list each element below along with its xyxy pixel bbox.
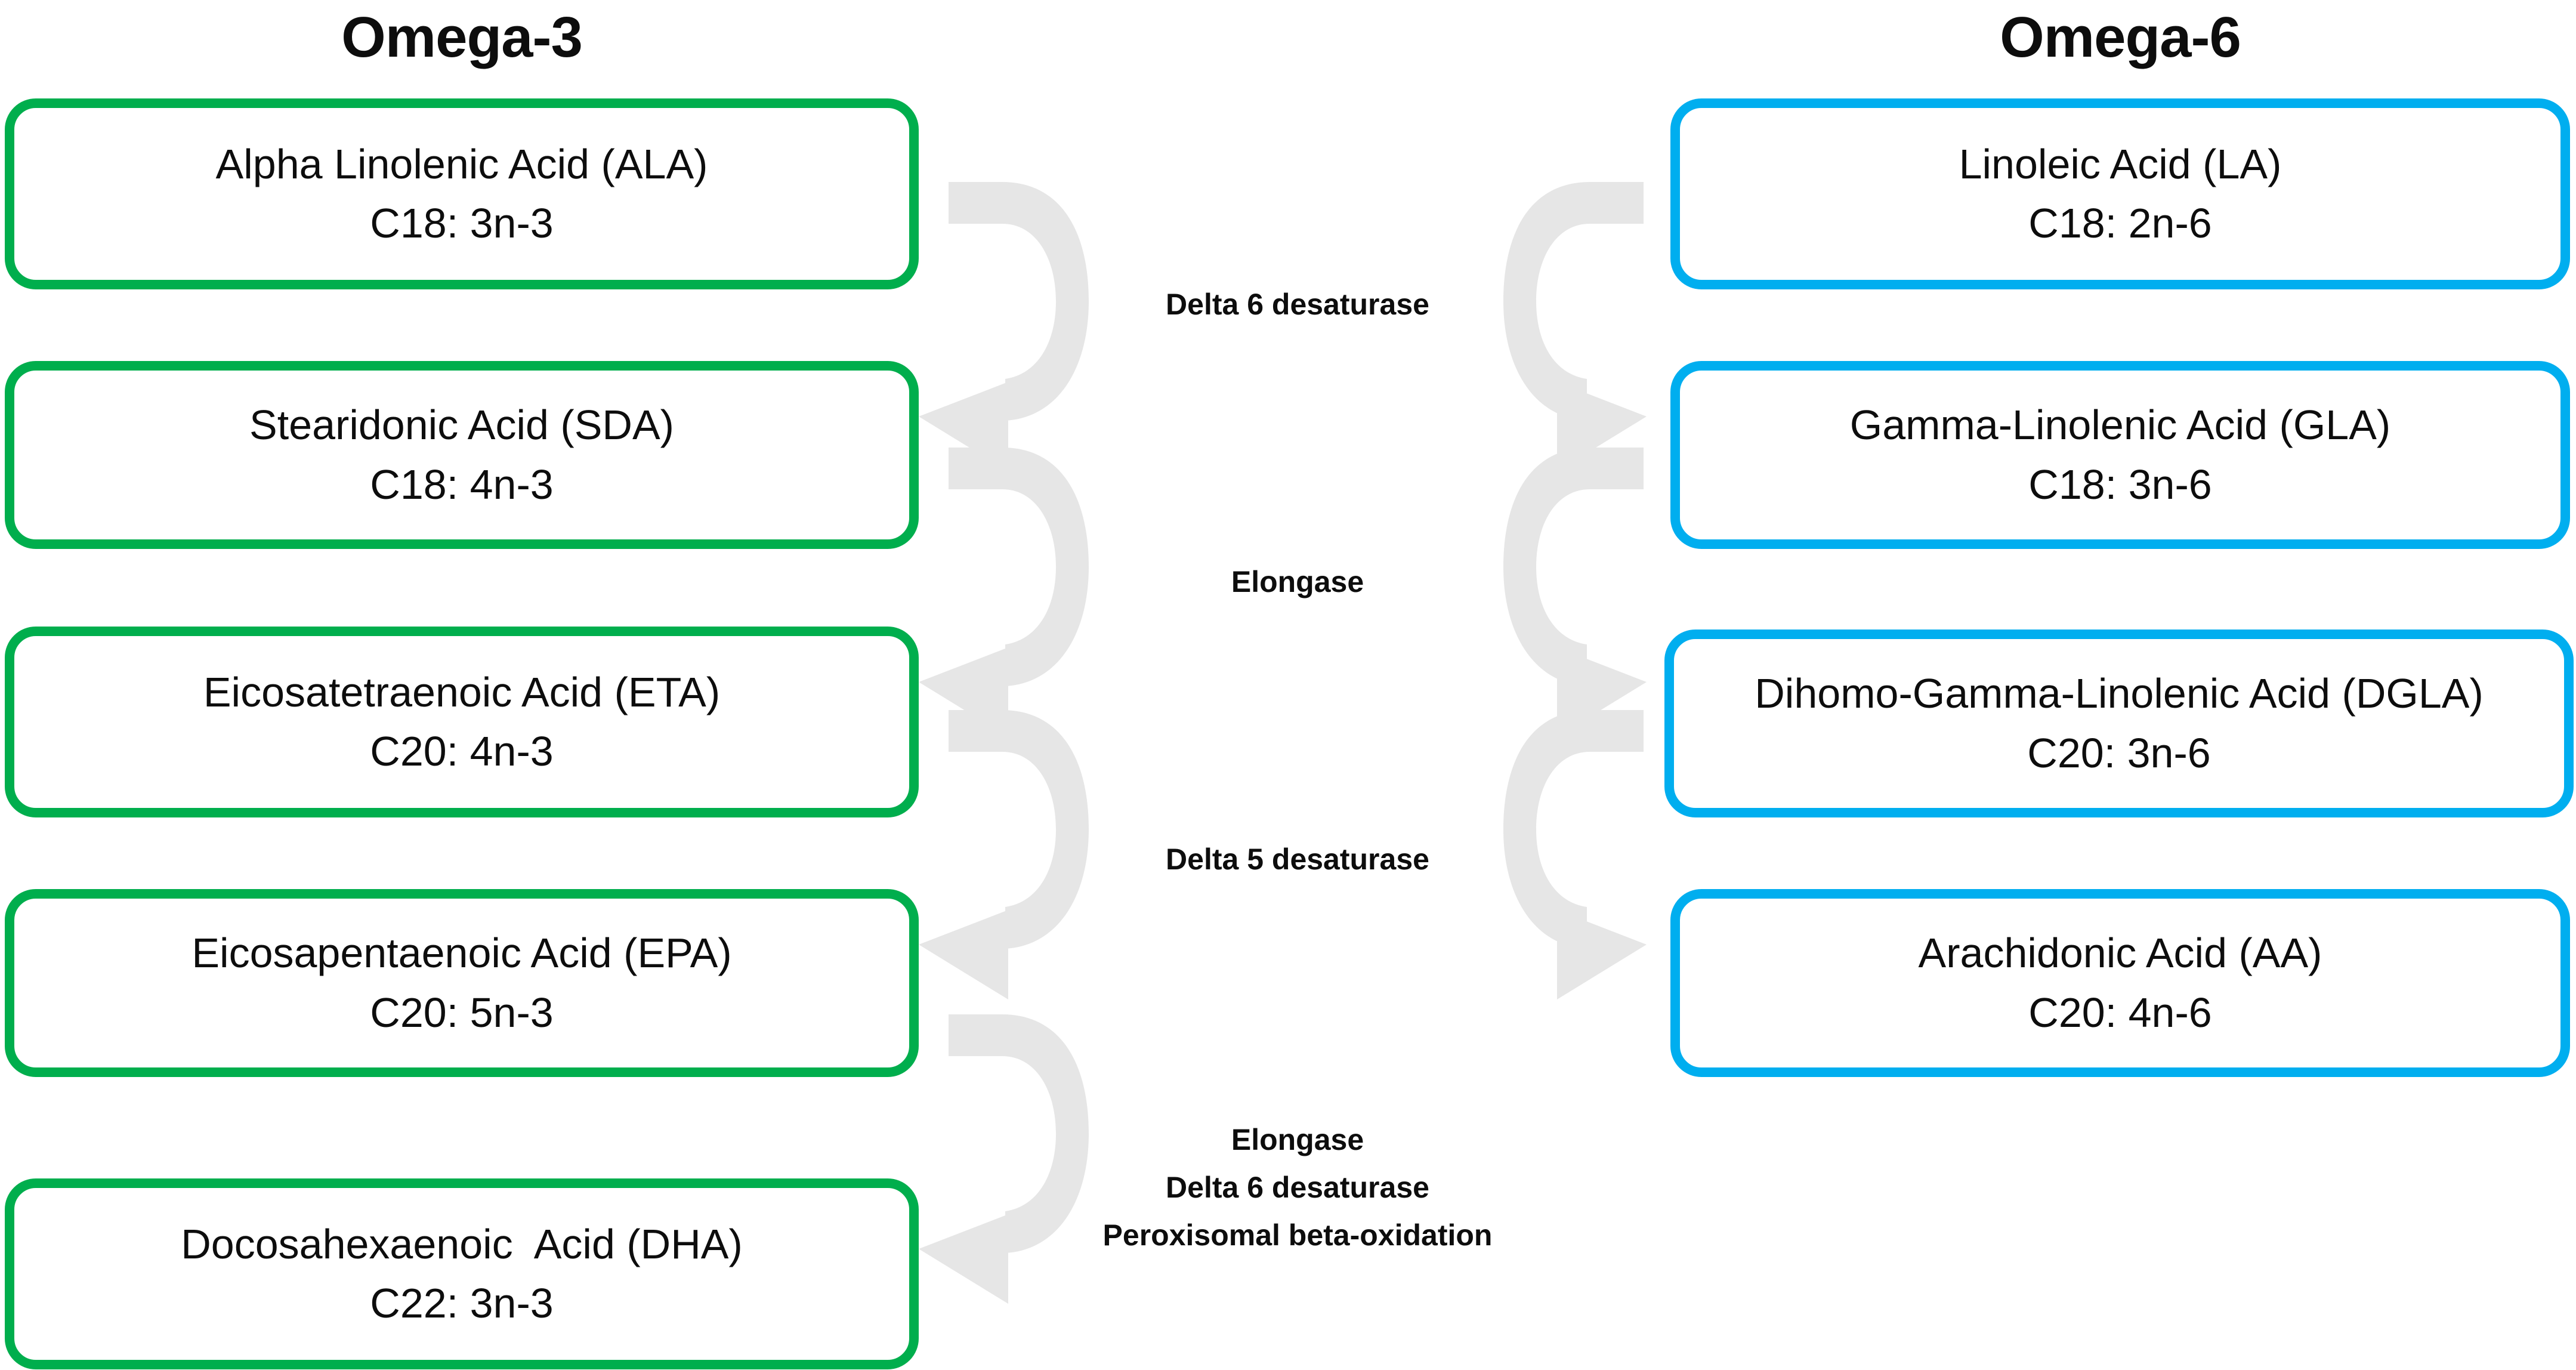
fa-code-sda: C18: 4n-3 bbox=[370, 461, 554, 508]
arrowhead-dgla-to-aa bbox=[1557, 910, 1647, 999]
curved-arrow-dgla-to-aa bbox=[1503, 710, 1644, 949]
fa-box-eta[interactable]: Eicosatetraenoic Acid (ETA) C20: 4n-3 bbox=[5, 627, 919, 817]
enzyme-label-delta5-desaturase: Delta 5 desaturase bbox=[1166, 843, 1429, 876]
fa-name-la: Linoleic Acid (LA) bbox=[1959, 140, 2282, 187]
curved-arrow-sda-to-eta bbox=[949, 448, 1089, 686]
fa-code-la: C18: 2n-6 bbox=[2028, 200, 2212, 246]
fa-code-gla: C18: 3n-6 bbox=[2028, 461, 2212, 508]
fa-code-dha: C22: 3n-3 bbox=[370, 1280, 554, 1326]
fa-box-dha[interactable]: Docosahexaenoic Acid (DHA) C22: 3n-3 bbox=[5, 1178, 919, 1369]
fa-box-la[interactable]: Linoleic Acid (LA) C18: 2n-6 bbox=[1670, 98, 2570, 289]
fa-box-sda[interactable]: Stearidonic Acid (SDA) C18: 4n-3 bbox=[5, 361, 919, 549]
curved-arrow-la-to-gla bbox=[1503, 182, 1644, 421]
enzyme-label-final-elongase: Elongase bbox=[1231, 1123, 1364, 1156]
column-title-omega6: Omega-6 bbox=[2000, 5, 2241, 69]
fa-name-aa: Arachidonic Acid (AA) bbox=[1918, 930, 2322, 977]
curved-arrow-gla-to-dgla bbox=[1503, 448, 1644, 686]
fa-box-epa[interactable]: Eicosapentaenoic Acid (EPA) C20: 5n-3 bbox=[5, 889, 919, 1077]
fa-code-ala: C18: 3n-3 bbox=[370, 200, 554, 246]
fa-code-aa: C20: 4n-6 bbox=[2028, 989, 2212, 1036]
fa-box-dgla[interactable]: Dihomo-Gamma-Linolenic Acid (DGLA) C20: … bbox=[1664, 630, 2574, 817]
fa-name-gla: Gamma-Linolenic Acid (GLA) bbox=[1849, 402, 2391, 449]
column-title-omega3: Omega-3 bbox=[341, 5, 583, 69]
fa-code-dgla: C20: 3n-6 bbox=[2027, 729, 2211, 776]
enzyme-label-elongase-1: Elongase bbox=[1231, 565, 1364, 598]
fa-name-eta: Eicosatetraenoic Acid (ETA) bbox=[203, 668, 721, 715]
fa-name-ala: Alpha Linolenic Acid (ALA) bbox=[215, 140, 708, 187]
enzyme-label-final-group: Elongase Delta 6 desaturase Peroxisomal … bbox=[1026, 1116, 1569, 1259]
fa-code-epa: C20: 5n-3 bbox=[370, 989, 554, 1036]
arrowhead-epa-to-dha bbox=[919, 1214, 1008, 1304]
fa-code-eta: C20: 4n-3 bbox=[370, 728, 554, 775]
enzyme-label-final-peroxisomal: Peroxisomal beta-oxidation bbox=[1102, 1218, 1493, 1252]
fa-name-dgla: Dihomo-Gamma-Linolenic Acid (DGLA) bbox=[1755, 670, 2484, 717]
arrowhead-eta-to-epa bbox=[919, 910, 1008, 999]
fa-name-epa: Eicosapentaenoic Acid (EPA) bbox=[191, 930, 732, 977]
fa-box-gla[interactable]: Gamma-Linolenic Acid (GLA) C18: 3n-6 bbox=[1670, 361, 2570, 549]
curved-arrow-eta-to-epa bbox=[949, 710, 1089, 949]
fa-box-aa[interactable]: Arachidonic Acid (AA) C20: 4n-6 bbox=[1670, 889, 2570, 1077]
fa-name-sda: Stearidonic Acid (SDA) bbox=[249, 402, 674, 449]
curved-arrow-epa-to-dha bbox=[949, 1014, 1089, 1253]
curved-arrow-ala-to-sda bbox=[949, 182, 1089, 421]
fa-box-ala[interactable]: Alpha Linolenic Acid (ALA) C18: 3n-3 bbox=[5, 98, 919, 289]
fa-name-dha: Docosahexaenoic Acid (DHA) bbox=[181, 1220, 743, 1267]
enzyme-label-final-delta6: Delta 6 desaturase bbox=[1166, 1171, 1429, 1204]
enzyme-label-delta6-desaturase: Delta 6 desaturase bbox=[1166, 288, 1429, 321]
